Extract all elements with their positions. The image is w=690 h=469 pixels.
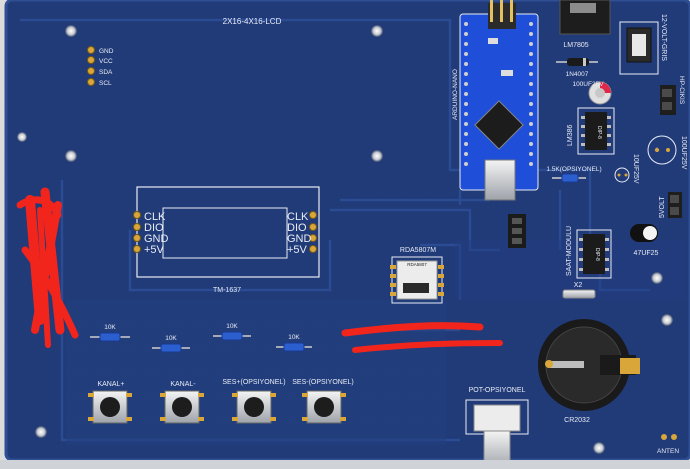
resistor-2: 10K	[152, 335, 190, 353]
power-input-connector[interactable]: 12-VOLT-GRIS	[619, 14, 667, 75]
arduino-nano[interactable]: ARDUINO-NANO	[452, 0, 539, 201]
resistor-3-label: 10K	[226, 323, 238, 330]
diode-label: 1N4007	[566, 71, 589, 78]
center-header	[508, 214, 526, 248]
tm-right-pin-gnd: GND	[287, 233, 312, 245]
5v-output-connector[interactable]: 5VOLT	[659, 192, 682, 218]
lm7805-label: LM7805	[563, 42, 588, 49]
rda-label: RDA5807M	[400, 247, 436, 254]
button-ses-plus-label: SES+(OPSIYONEL)	[222, 379, 285, 386]
i2c-pin-sda: SDA	[99, 69, 113, 76]
cap-100uf-label: 100UF25V	[572, 81, 604, 88]
hp-out-connector[interactable]: HP-CIKIS	[660, 76, 685, 115]
saat-chip-text: DIP-8	[594, 248, 600, 261]
cap-47uf: 47UF25	[630, 224, 659, 257]
arduino-label: ARDUINO-NANO	[452, 69, 459, 120]
cap-100uf-right: + 100UF25V	[647, 135, 687, 170]
button-ses-minus[interactable]: SES-(OPSIYONEL)	[292, 379, 354, 424]
resistor-4-label: 10K	[288, 334, 300, 341]
cap-100uf: 100UF25V	[572, 81, 612, 105]
button-ses-minus-label: SES-(OPSIYONEL)	[292, 379, 353, 386]
tm1637-display[interactable]: CLK DIO GND +5V CLK DIO GND +5V TM-1637	[133, 186, 320, 294]
antenna-label: ANTEN	[657, 448, 679, 455]
mounting-holes	[17, 25, 673, 454]
button-kanal-minus-label: KANAL-	[170, 381, 196, 388]
i2c-pin-scl: SCL	[99, 80, 112, 87]
diode-1n4007: 1N4007	[556, 58, 598, 78]
red-scribble-middle	[341, 322, 503, 353]
button-kanal-minus[interactable]: KANAL-	[160, 381, 204, 424]
pot-label: POT-OPSIYONEL	[469, 387, 526, 394]
red-scribble-left	[16, 187, 79, 348]
lm7805-regulator[interactable]: LM7805	[559, 0, 611, 49]
cap-10uf: 10UF25V	[614, 154, 639, 184]
i2c-header: GND VCC SDA SCL	[87, 46, 114, 87]
button-kanal-plus[interactable]: KANAL+	[88, 381, 132, 424]
resistor-1-5k: 1.5K(OPSIYONEL)	[546, 166, 602, 183]
5v-output-label: 5VOLT	[659, 196, 666, 218]
lcd-label: 2X16-4X16-LCD	[223, 17, 282, 26]
resistor-1-5k-label: 1.5K(OPSIYONEL)	[546, 166, 601, 173]
tm-right-pin-dio: DIO	[287, 222, 307, 234]
tm-right-pin-5v: +5V	[287, 244, 308, 256]
lm386-label: LM386	[567, 124, 574, 146]
resistor-3: 10K	[213, 323, 251, 341]
crystal-x2: X2	[562, 282, 596, 299]
resistor-1: 10K	[90, 324, 130, 342]
cap-10uf-label: 10UF25V	[632, 154, 639, 184]
button-ses-plus[interactable]: SES+(OPSIYONEL)	[222, 379, 286, 424]
cap-right-label: 100UF25V	[680, 136, 687, 170]
resistor-1-label: 10K	[104, 324, 116, 331]
rda5807m-module[interactable]: RDA5807M RDA5807	[390, 247, 444, 304]
resistor-2-label: 10K	[165, 335, 177, 342]
lm386-chip[interactable]: DIP-8 LM386	[567, 107, 615, 155]
tm-left-pin-gnd: GND	[144, 233, 169, 245]
resistor-row: 10K 10K 10K 10K	[90, 323, 312, 353]
tm1637-label: TM-1637	[213, 287, 241, 294]
lm386-chip-text: DIP-8	[596, 126, 602, 139]
tm-left-pin-clk: CLK	[144, 211, 166, 223]
button-kanal-plus-label: KANAL+	[97, 381, 124, 388]
tm-left-pin-dio: DIO	[144, 222, 164, 234]
hp-out-label: HP-CIKIS	[678, 76, 685, 105]
antenna-pad: ANTEN	[657, 434, 679, 455]
resistor-4: 10K	[276, 334, 312, 352]
saat-label: SAAT-MODULU	[566, 226, 573, 276]
tm-left-pin-5v: +5V	[144, 244, 165, 256]
tm-right-pin-clk: CLK	[287, 211, 309, 223]
rda-chip-text: RDA5807	[407, 262, 427, 267]
i2c-pin-vcc: VCC	[99, 58, 113, 65]
saat-module[interactable]: DIP-8 SAAT-MODULU	[566, 226, 612, 279]
crystal-label: X2	[574, 282, 583, 289]
cap-47uf-label: 47UF25	[634, 250, 659, 257]
i2c-pin-gnd: GND	[99, 48, 114, 55]
battery-label: CR2032	[564, 417, 590, 424]
power-input-label: 12-VOLT-GRIS	[660, 14, 667, 61]
cr2032-battery-holder[interactable]: CR2032	[538, 319, 640, 424]
